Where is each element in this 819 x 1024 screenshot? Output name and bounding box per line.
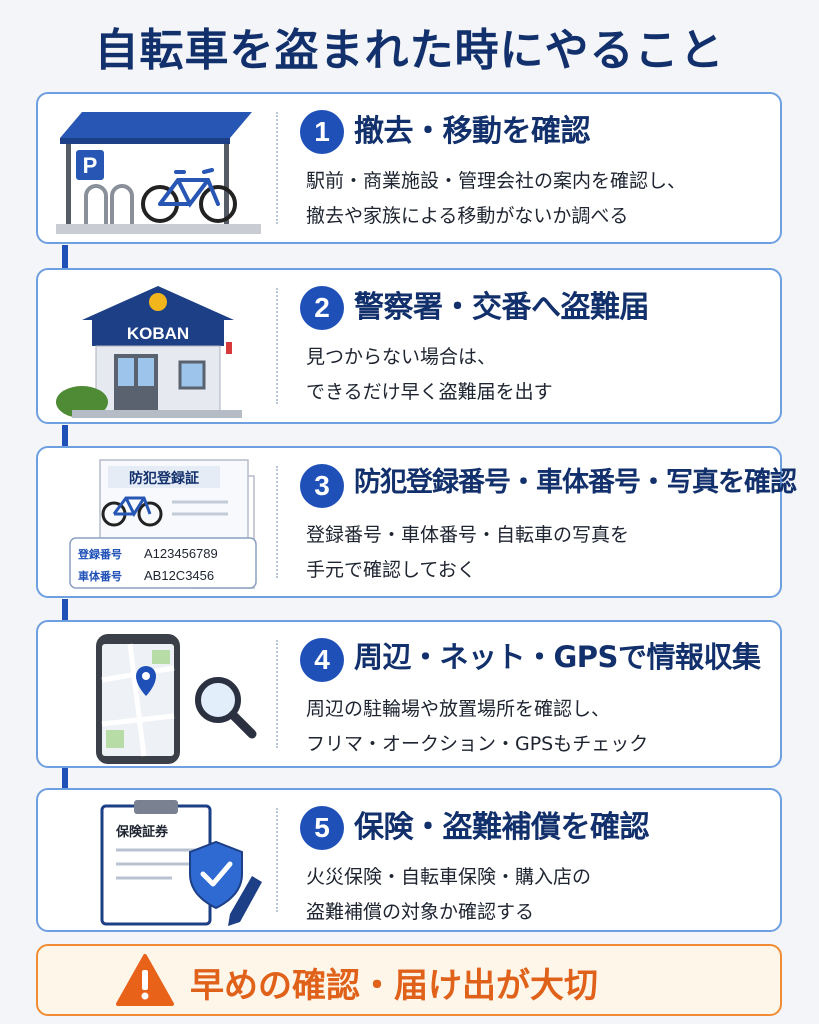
step-heading: 周辺・ネット・GPSで情報収集 (354, 640, 761, 674)
card-title-text: 防犯登録証 (129, 470, 199, 487)
step-description-line: 盗難補償の対象か確認する (306, 901, 535, 923)
step-description-line: フリマ・オークション・GPSもチェック (306, 733, 649, 755)
step-description: 駅前・商業施設・管理会社の案内を確認し、 撤去や家族による移動がないか調べる (306, 164, 770, 234)
step-description-line: 駅前・商業施設・管理会社の案内を確認し、 (306, 170, 687, 192)
step-number-badge: 1 (300, 110, 344, 154)
step-description-line: 周辺の駐輪場や放置場所を確認し、 (306, 698, 611, 720)
step-description: 見つからない場合は、 できるだけ早く盗難届を出す (306, 340, 770, 410)
step-heading: 保険・盗難補償を確認 (354, 810, 650, 845)
divider (276, 112, 278, 224)
step-description-line: 見つからない場合は、 (306, 346, 497, 368)
reg-label-text: 登録番号 (77, 547, 122, 561)
step-description-line: 登録番号・車体番号・自転車の写真を (306, 524, 630, 546)
step-heading: 撤去・移動を確認 (354, 114, 591, 149)
step-description-line: 撤去や家族による移動がないか調べる (306, 205, 629, 227)
step-number-badge: 2 (300, 286, 344, 330)
frame-value-text: AB12C3456 (144, 568, 214, 583)
step-description-line: 火災保険・自転車保険・購入店の (306, 866, 592, 888)
step-heading: 警察署・交番へ盗難届 (354, 290, 650, 325)
step-heading: 防犯登録番号・車体番号・写真を確認 (354, 467, 797, 498)
warning-icon (116, 954, 174, 1006)
insurance-document-illustration: 保険証券 (100, 800, 262, 926)
step-card-5: 保険証券 5 保険・盗難補償を確認 火災保険・自転車保険・購入店の 盗難補償の対… (36, 788, 782, 932)
doc-title-text: 保険証券 (115, 824, 169, 840)
step-description-line: できるだけ早く盗難届を出す (306, 381, 553, 403)
step-number-badge: 5 (300, 806, 344, 850)
divider (276, 808, 278, 912)
frame-label-text: 車体番号 (78, 569, 122, 583)
page-title: 自転車を盗まれた時にやること (94, 25, 725, 76)
step-description: 火災保険・自転車保険・購入店の 盗難補償の対象か確認する (306, 860, 770, 930)
divider (276, 288, 278, 404)
step-card-1: P 1 撤去・移動を確認 駅前・商業施設・管理会社の案内を確認し、 撤去や家族に… (36, 92, 782, 244)
koban-sign-text: KOBAN (127, 324, 189, 343)
step-description: 登録番号・車体番号・自転車の写真を 手元で確認しておく (306, 518, 770, 588)
divider (276, 640, 278, 748)
step-card-2: KOBAN 2 警察署・交番へ盗難届 見つからない場合は、 できるだけ早く盗難届… (36, 268, 782, 424)
phone-map-magnifier-illustration (96, 634, 257, 764)
police-box-illustration: KOBAN (56, 286, 242, 418)
footer-banner: 早めの確認・届け出が大切 (36, 944, 782, 1016)
parking-sign-text: P (83, 153, 98, 178)
step-description-line: 手元で確認しておく (306, 559, 476, 581)
registration-card-illustration: 防犯登録証 登録番号 A123456789 車体番号 AB12C3456 (69, 459, 257, 589)
step-description: 周辺の駐輪場や放置場所を確認し、 フリマ・オークション・GPSもチェック (306, 692, 770, 762)
footer-message: 早めの確認・届け出が大切 (190, 966, 598, 1006)
bicycle-parking-illustration: P (56, 112, 261, 234)
step-number-badge: 4 (300, 638, 344, 682)
divider (276, 466, 278, 578)
step-number-badge: 3 (300, 464, 344, 508)
reg-value-text: A123456789 (144, 546, 218, 561)
step-card-4: 4 周辺・ネット・GPSで情報収集 周辺の駐輪場や放置場所を確認し、 フリマ・オ… (36, 620, 782, 768)
step-card-3: 防犯登録証 登録番号 A123456789 車体番号 AB12C3456 3 防… (36, 446, 797, 598)
